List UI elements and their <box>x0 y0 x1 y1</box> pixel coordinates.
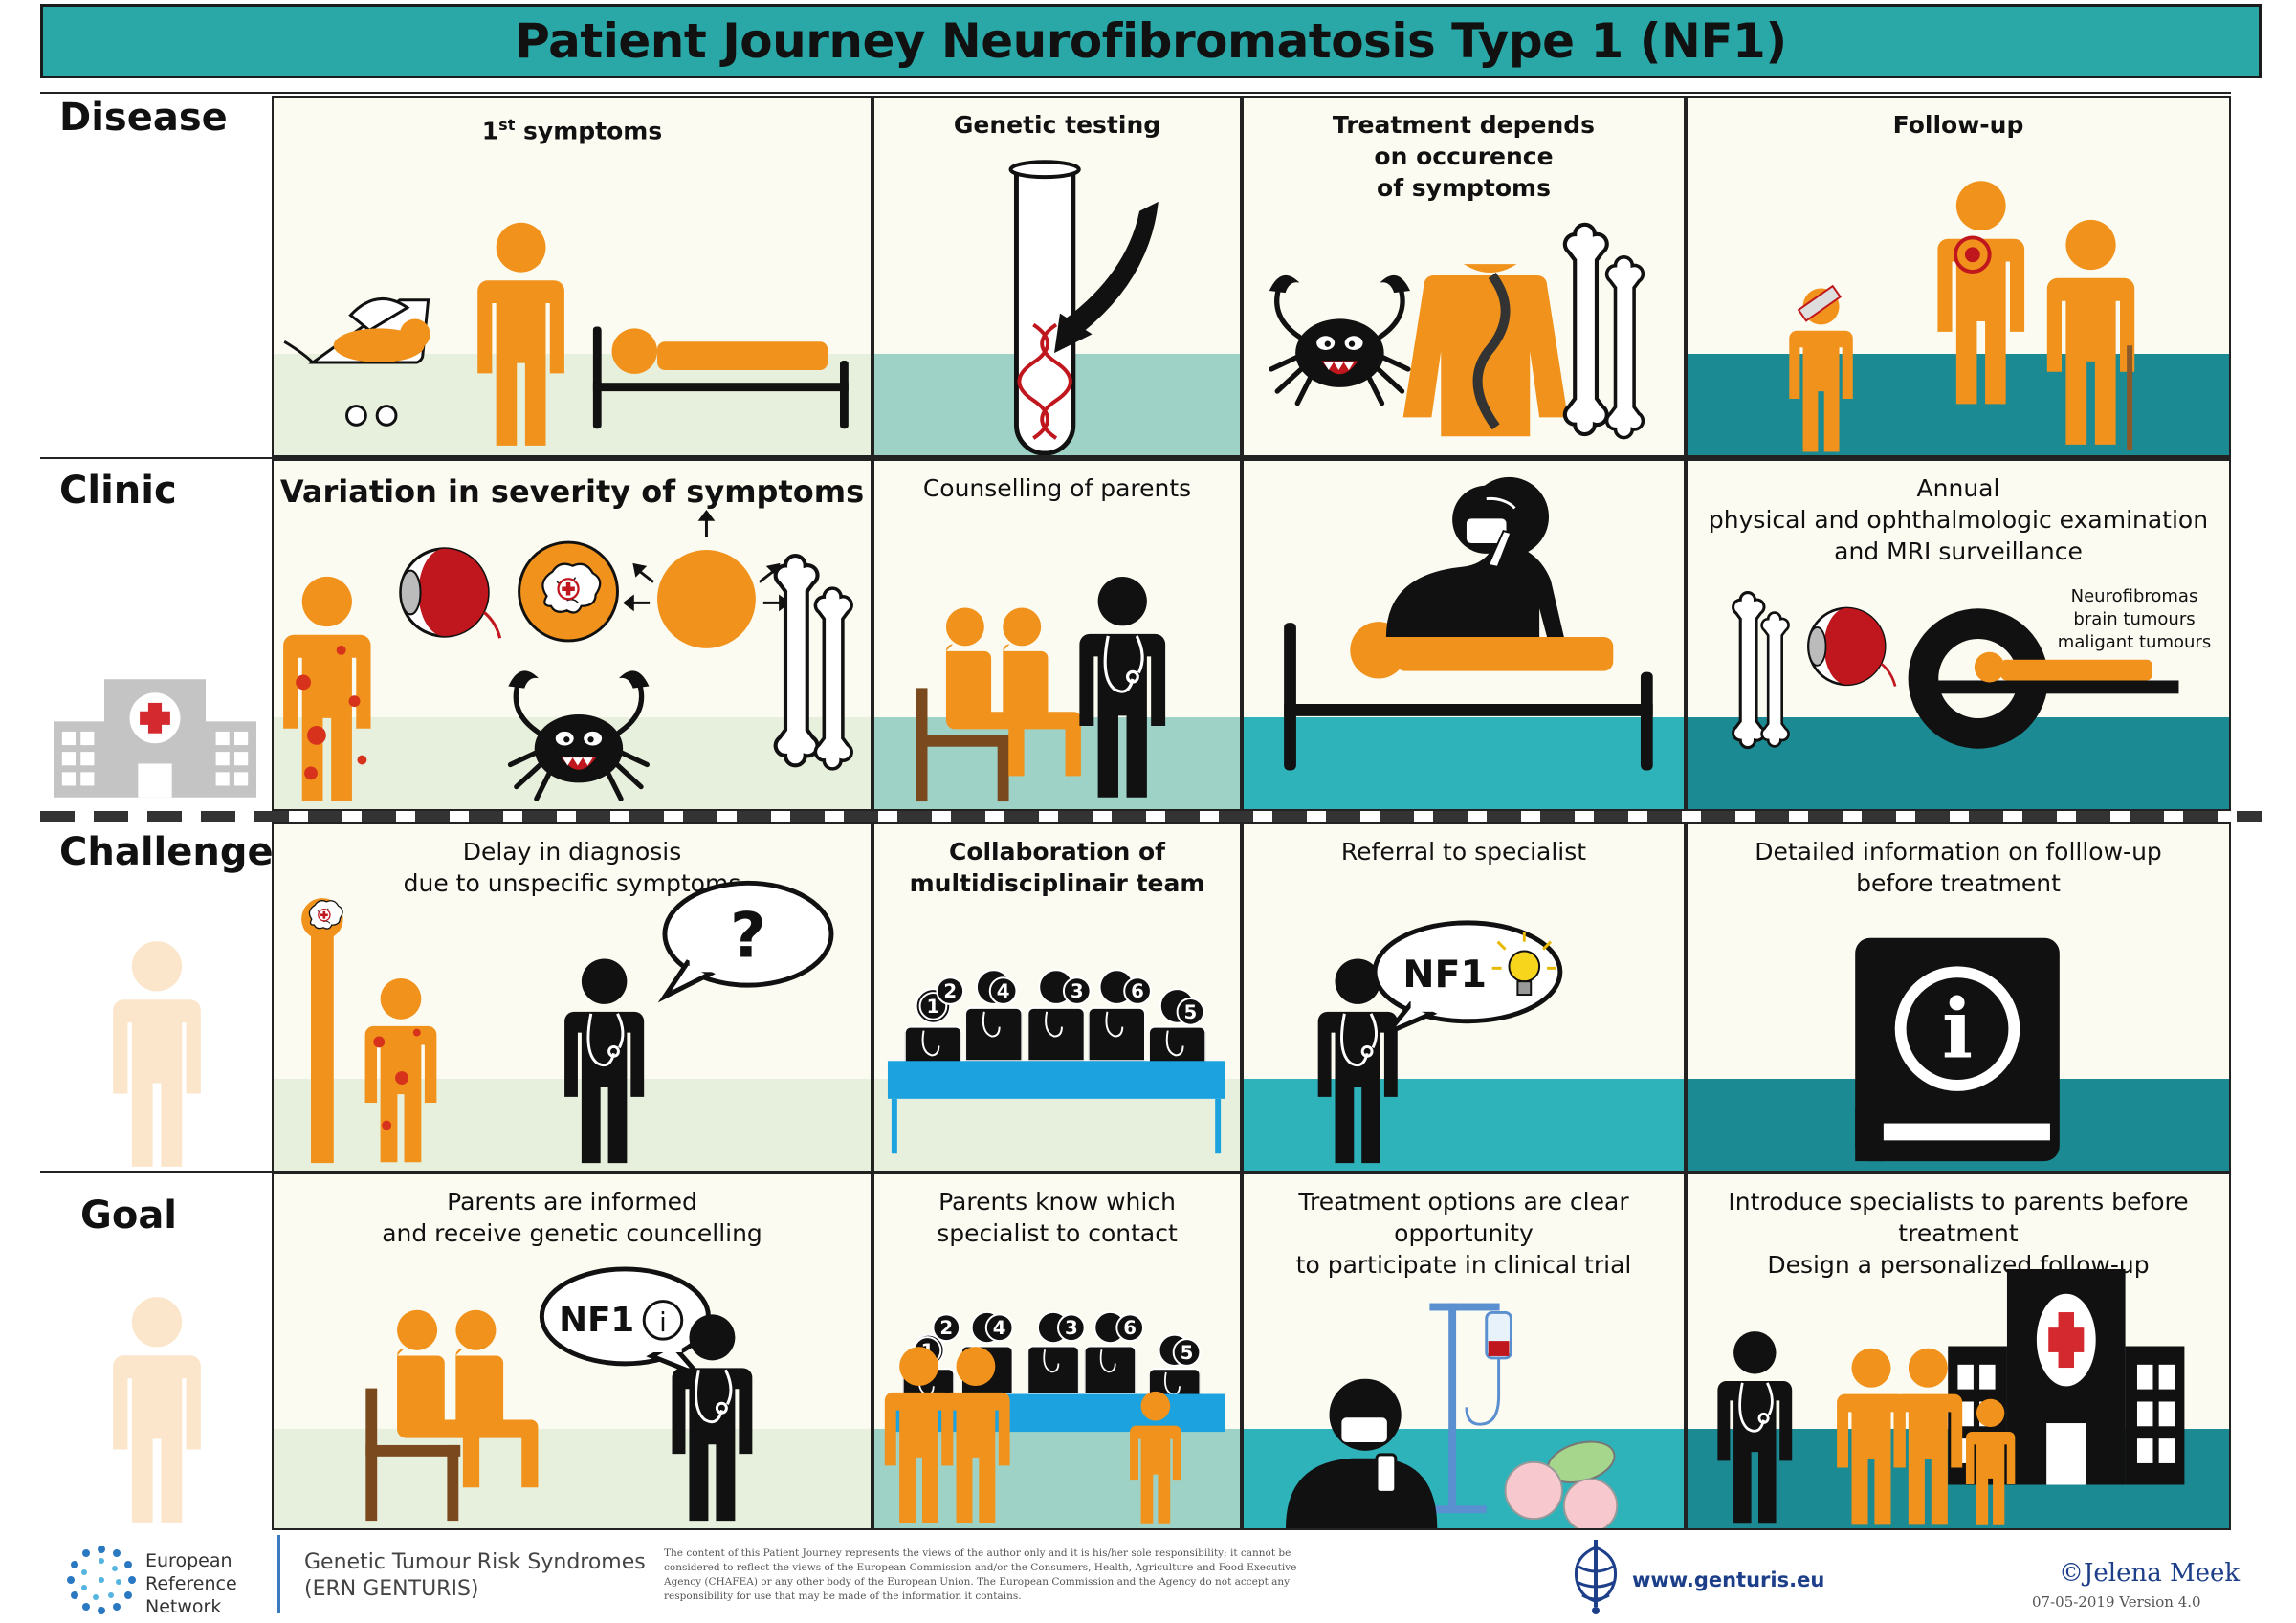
team-meeting-illustration: 1 2 4 3 6 5 <box>887 969 1225 1154</box>
counselling-illustration <box>916 575 1167 802</box>
website-link[interactable]: www.genturis.eu <box>1632 1568 1825 1591</box>
first-symptoms-illustration <box>283 222 849 446</box>
row-divider <box>40 92 2231 94</box>
pram-icon <box>283 296 430 427</box>
severity-illustration <box>283 509 853 809</box>
team-number: 2 <box>939 1317 953 1339</box>
hospital-icon <box>54 671 256 805</box>
footer-separator <box>277 1535 280 1613</box>
disease-follow-up-cell: Follow-up <box>1686 96 2231 457</box>
info-glyph: i <box>1942 981 1973 1077</box>
clinic-surgery-cell <box>1242 459 1686 811</box>
mri-scanner-icon <box>1908 608 2179 749</box>
row-label-disease: Disease <box>59 96 228 140</box>
treatment-illustration <box>1244 98 1645 440</box>
skin-spots <box>296 645 367 780</box>
cell-title: Variation in severity of symptoms <box>279 473 865 510</box>
challenge-referral-cell: Referral to specialist NF1 <box>1242 822 1686 1173</box>
title-bar: Patient Journey Neurofibromatosis Type 1… <box>40 4 2262 78</box>
row-divider <box>40 457 2231 459</box>
row-label-challenge: Challenge <box>59 830 274 874</box>
disease-genetic-testing-cell: Genetic testing <box>872 96 1242 457</box>
cell-title: Follow-up <box>1892 111 2024 139</box>
nf1-label: NF1 <box>1402 953 1487 997</box>
idea-bubble-icon <box>1372 920 1563 1035</box>
pills-icon <box>1504 1440 1619 1528</box>
cell-title: 1st symptoms <box>481 116 663 145</box>
lightbulb-icon <box>1491 932 1556 997</box>
info-glyph: i <box>659 1306 667 1338</box>
team-number: 1 <box>927 996 940 1018</box>
dashed-divider <box>40 811 2262 822</box>
tall-person-icon <box>301 898 343 1164</box>
team-number: 6 <box>1131 980 1144 1002</box>
team-number: 5 <box>1184 1001 1198 1023</box>
page-title: Patient Journey Neurofibromatosis Type 1… <box>515 13 1787 69</box>
info-book-icon <box>1855 937 2060 1162</box>
info-book-illustration: i <box>1855 937 2060 1162</box>
team-and-parents-illustration: 1 2 4 3 6 5 <box>884 1311 1225 1524</box>
person-icon <box>99 939 214 1169</box>
genturis-label: Genetic Tumour Risk Syndromes(ERN GENTUR… <box>304 1550 646 1601</box>
team-number: 2 <box>943 980 957 1002</box>
person-icon <box>99 1295 214 1524</box>
cell-title: Counselling of parents <box>922 474 1192 502</box>
referral-illustration: NF1 <box>1316 920 1563 1165</box>
team-number: 4 <box>997 980 1010 1002</box>
genetic-counselling-illustration: NF1 i <box>365 1266 754 1523</box>
dna-icon <box>1017 322 1072 440</box>
goal-introduce-specialists-cell: Introduce specialists to parents before … <box>1686 1173 2231 1530</box>
cell-title: Genetic testing <box>953 111 1161 139</box>
cell-title: Referral to specialist <box>1340 838 1587 866</box>
disclaimer-text: The content of this Patient Journey repr… <box>664 1547 1297 1602</box>
speech-bubble-icon <box>657 880 834 1003</box>
annual-exam-illustration <box>1732 590 2179 750</box>
nf1-label: NF1 <box>559 1301 634 1340</box>
team-number: 3 <box>1065 1317 1078 1339</box>
iv-drip-icon <box>1429 1303 1512 1514</box>
follow-up-illustration <box>1789 181 2135 452</box>
genturis-logo-icon <box>1574 1540 1618 1614</box>
team-number: 3 <box>1071 980 1084 1002</box>
cell-title: Introduce specialists to parents before … <box>1728 1188 2189 1279</box>
doctor-with-mask-icon <box>1286 1378 1438 1528</box>
delay-diagnosis-illustration: ? <box>301 880 834 1165</box>
surgery-illustration <box>1284 476 1653 771</box>
disease-first-symptoms-cell: 1st symptoms <box>272 96 872 457</box>
team-number: 5 <box>1181 1342 1194 1364</box>
team-number: 4 <box>993 1317 1006 1339</box>
team-number: 6 <box>1123 1317 1137 1339</box>
question-mark: ? <box>730 899 766 972</box>
introduce-specialists-illustration <box>1715 1174 2229 1525</box>
clinic-severity-cell: Variation in severity of symptoms <box>272 459 872 811</box>
spine-torso-icon <box>1402 264 1568 437</box>
ern-logo-icon <box>67 1546 136 1614</box>
clinic-counselling-cell: Counselling of parents <box>872 459 1242 811</box>
row-label-goal: Goal <box>80 1194 178 1238</box>
author-credit: ©Jelena Meek <box>2059 1559 2241 1588</box>
version-label: 07-05-2019 Version 4.0 <box>2032 1593 2201 1611</box>
clinical-trial-illustration <box>1286 1303 1619 1528</box>
test-tube-illustration <box>1008 160 1159 455</box>
row-label-clinic: Clinic <box>59 469 177 513</box>
